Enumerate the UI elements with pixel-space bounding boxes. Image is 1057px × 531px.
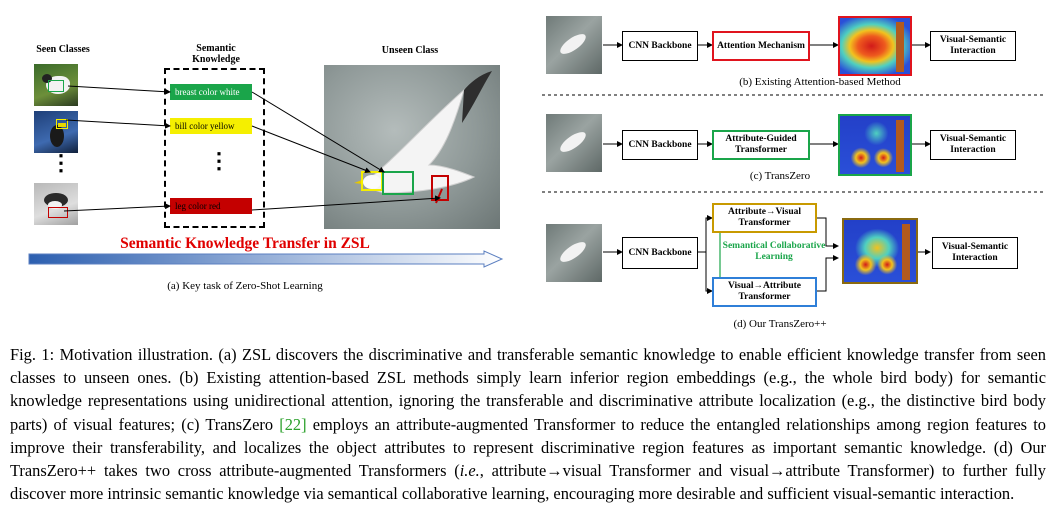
panel-b-caption: (b) Existing Attention-based Method [739,76,901,88]
gull-illustration [354,71,492,204]
panel-c-transformer-box: Attribute-Guided Transformer [712,130,810,160]
attribute-tag-breast: breast color white [170,84,252,100]
seen-bird-image-2 [34,111,78,153]
transfer-title: Semantic Knowledge Transfer in ZSL [120,235,370,252]
panel-d-attention-map [842,218,918,284]
attribute-tag-leg: leg color red [170,198,252,214]
figure-caption: Fig. 1: Motivation illustration. (a) ZSL… [10,343,1046,505]
panel-d-caption: (d) Our TransZero++ [733,318,827,330]
panel-d-cnn-box: CNN Backbone [622,237,698,269]
caption-ie: i.e. [459,461,480,481]
transfer-arrow [28,250,504,268]
panel-d-input-image [546,224,602,282]
right-connectors [542,42,1046,294]
panel-d-interaction-box: Visual-Semantic Interaction [932,237,1018,269]
seen-classes-label: Seen Classes [36,44,90,55]
panel-b-cnn-box: CNN Backbone [622,31,698,61]
leg-box-seen [48,207,68,218]
panel-c-caption: (c) TransZero [749,170,811,182]
semantic-knowledge-label: Semantic Knowledge [192,43,240,65]
panel-b-attention-map [838,16,912,76]
panel-c-interaction-box: Visual-Semantic Interaction [930,130,1016,160]
bill-box-seen [56,119,68,129]
panel-b-input-image [546,16,602,74]
seen-ellipsis: ⋮ [50,150,72,175]
panel-b-attention-box: Attention Mechanism [712,31,810,61]
seen-bird-image-1 [34,64,78,106]
panel-c-input-image [546,114,602,172]
panel-b-interaction-box: Visual-Semantic Interaction [930,31,1016,61]
semantic-knowledge-box [164,68,265,228]
panel-c-cnn-box: CNN Backbone [622,130,698,160]
caption-part-1: Motivation illustration. (a) ZSL discove… [10,345,1046,434]
panel-c-attention-map [838,114,912,176]
caption-part-3: , attribute→visual Transformer and visua… [10,461,1046,504]
panel-a-connectors [63,85,441,212]
figure-label: Fig. 1: [10,345,55,364]
panel-d-collab-label: Semantical Collaborative Learning [722,241,826,262]
breast-box-seen [48,80,64,92]
citation-link[interactable]: [22] [279,414,307,434]
panel-d-vis2attr-box: Visual→Attribute Transformer [712,277,817,307]
attribute-tag-bill: bill color yellow [170,118,252,134]
unseen-bird-image [324,65,500,229]
panel-d-attr2vis-box: Attribute→Visual Transformer [712,203,817,233]
breast-box-unseen [382,171,414,195]
caption-part-2: employs an attribute-augmented Transform… [10,414,1046,481]
semantic-ellipsis: ⋮ [208,148,230,173]
panel-a-caption: (a) Key task of Zero-Shot Learning [167,280,323,292]
unseen-class-label: Unseen Class [381,45,439,56]
seen-bird-image-3 [34,183,78,225]
